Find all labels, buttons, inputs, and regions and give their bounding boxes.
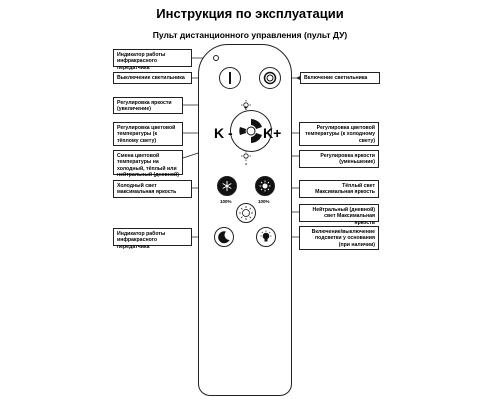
cold-max-percent: 100% <box>220 199 232 204</box>
label-brightness-up: Регулировка яркости (увеличение) <box>113 97 183 114</box>
color-switch-button[interactable] <box>238 118 264 144</box>
label-backlight-toggle: Включение/выключение подсветки у основан… <box>299 226 379 250</box>
neutral-sun-icon <box>239 206 253 220</box>
label-ir-indicator-top: Индикатор работы инфракрасного передатчи… <box>113 49 192 71</box>
power-off-icon <box>229 72 231 84</box>
k-plus-button[interactable]: K+ <box>263 125 282 141</box>
label-neutral-max: Нейтральный (дневной) свет Максимальная … <box>299 204 379 226</box>
label-cold-max: Холодный свет максимальная яркость <box>113 180 192 198</box>
warm-max-percent: 100% <box>258 199 270 204</box>
label-color-temp-warm: Регулировка цветовой температуры (к тёпл… <box>113 122 183 146</box>
brightness-plus-sign: + <box>244 106 248 112</box>
label-color-switch: Смена цветовой температуры на холодный, … <box>113 150 183 185</box>
brightness-down-sun-icon[interactable] <box>241 151 251 161</box>
ir-indicator-led <box>213 55 219 61</box>
label-power-off: Выключение светильника <box>113 72 192 84</box>
backlight-toggle-button[interactable] <box>256 227 276 247</box>
page-title: Инструкция по эксплуатации <box>156 6 344 21</box>
brightness-up-sun-icon[interactable] <box>241 100 251 110</box>
label-ir-indicator-bottom: Индикатор работы инфракрасного передатчи… <box>113 228 192 250</box>
warm-max-button[interactable] <box>255 176 275 196</box>
bulb-icon <box>260 230 272 242</box>
page-subtitle: Пульт дистанционного управления (пульт Д… <box>152 30 348 40</box>
control-ring[interactable] <box>230 110 272 152</box>
moon-icon <box>218 231 230 244</box>
label-warm-max: Тёплый свет Максимальная яркость <box>299 180 379 198</box>
label-color-temp-cold: Регулировка цветовой температуры (к холо… <box>299 122 379 146</box>
cold-max-button[interactable] <box>217 176 237 196</box>
label-brightness-down: Регулировка яркости (уменьшение) <box>299 150 379 168</box>
power-off-button[interactable] <box>219 67 241 89</box>
power-on-button[interactable] <box>259 67 281 89</box>
night-mode-button[interactable] <box>214 227 234 247</box>
neutral-max-button[interactable] <box>236 203 256 223</box>
brightness-minus-sign: - <box>245 161 248 168</box>
power-on-icon <box>263 71 277 85</box>
sun-icon <box>259 180 271 192</box>
label-power-on: Включение светильника <box>300 72 380 84</box>
snowflake-icon <box>222 181 232 191</box>
k-minus-button[interactable]: K - <box>214 125 233 141</box>
